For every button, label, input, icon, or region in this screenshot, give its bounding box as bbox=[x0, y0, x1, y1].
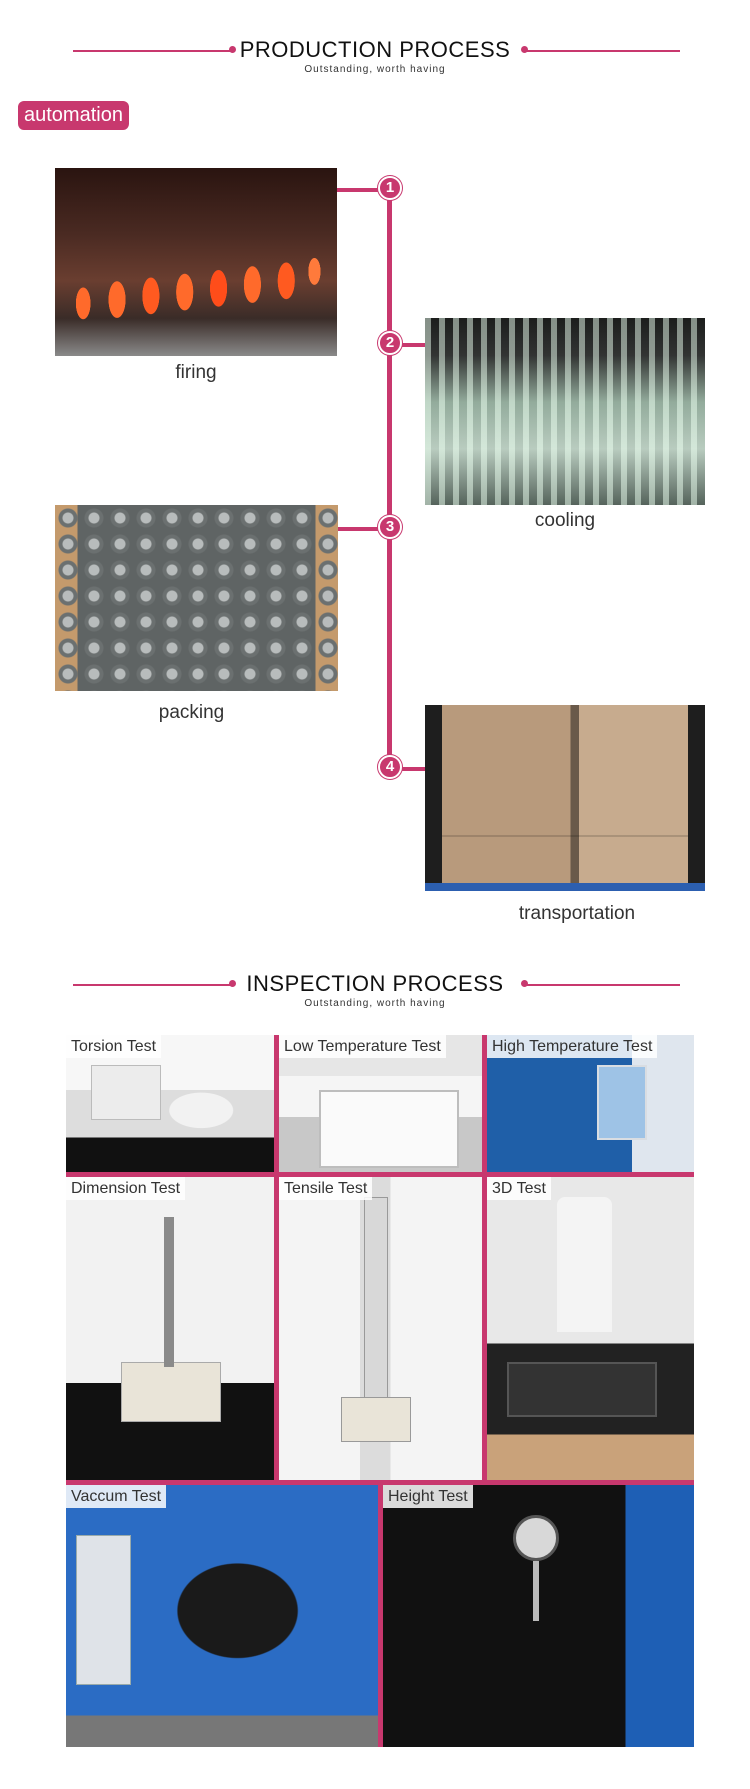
tensile-base bbox=[341, 1397, 411, 1442]
test-label: 3D Test bbox=[487, 1177, 551, 1200]
high-temperature-test-photo: High Temperature Test bbox=[487, 1035, 694, 1172]
connector-2 bbox=[390, 343, 425, 347]
dimension-gauge-column bbox=[164, 1217, 174, 1367]
transportation-photo bbox=[425, 705, 705, 891]
production-subtitle: Outstanding, worth having bbox=[304, 64, 446, 75]
low-temperature-test-photo: Low Temperature Test bbox=[279, 1035, 482, 1172]
height-test-photo: Height Test bbox=[383, 1485, 694, 1747]
connector-1 bbox=[336, 188, 390, 192]
3d-scanner-stage bbox=[507, 1362, 657, 1417]
dimension-test-photo: Dimension Test bbox=[66, 1177, 274, 1480]
inspection-subtitle: Outstanding, worth having bbox=[304, 998, 446, 1009]
automation-badge: automation bbox=[18, 101, 129, 130]
test-label: Dimension Test bbox=[66, 1177, 186, 1200]
cooling-photo bbox=[425, 318, 705, 505]
test-label: High Temperature Test bbox=[487, 1035, 658, 1058]
step-caption-cooling: cooling bbox=[534, 510, 596, 531]
height-gauge-dial bbox=[513, 1515, 559, 1561]
header-dot-left bbox=[229, 980, 236, 987]
inspection-header: INSPECTION PROCESS Outstanding, worth ha… bbox=[0, 971, 750, 1017]
tensile-column bbox=[364, 1197, 388, 1427]
torsion-test-photo: Torsion Test bbox=[66, 1035, 274, 1172]
test-label: Height Test bbox=[383, 1485, 473, 1508]
step-marker-4: 4 bbox=[378, 755, 402, 779]
header-dot-right bbox=[521, 980, 528, 987]
header-divider-right bbox=[522, 50, 680, 52]
header-dot-left bbox=[229, 46, 236, 53]
3d-scanner-column bbox=[557, 1197, 612, 1332]
connector-3 bbox=[337, 527, 390, 531]
header-dot-right bbox=[521, 46, 528, 53]
step-marker-1: 1 bbox=[378, 176, 402, 200]
production-title: PRODUCTION PROCESS bbox=[239, 37, 511, 62]
vaccum-test-photo: Vaccum Test bbox=[66, 1485, 378, 1747]
step-caption-firing: firing bbox=[175, 362, 217, 383]
timeline-line bbox=[387, 188, 392, 764]
connector-4 bbox=[390, 767, 425, 771]
inspection-grid: Torsion Test Low Temperature Test High T… bbox=[66, 1035, 694, 1747]
production-header: PRODUCTION PROCESS Outstanding, worth ha… bbox=[0, 37, 750, 83]
packing-photo bbox=[55, 505, 338, 691]
step-caption-packing: packing bbox=[158, 702, 225, 723]
height-gauge-stem bbox=[533, 1561, 539, 1621]
header-divider-right bbox=[522, 984, 680, 986]
inspection-title: INSPECTION PROCESS bbox=[246, 971, 504, 996]
header-divider-left bbox=[73, 984, 231, 986]
freezer-chest bbox=[319, 1090, 459, 1168]
step-marker-3: 3 bbox=[378, 515, 402, 539]
test-label: Low Temperature Test bbox=[279, 1035, 446, 1058]
vacuum-panel bbox=[76, 1535, 131, 1685]
dimension-gauge-base bbox=[121, 1362, 221, 1422]
header-divider-left bbox=[73, 50, 231, 52]
torsion-tester-device bbox=[91, 1065, 161, 1120]
3d-test-photo: 3D Test bbox=[487, 1177, 694, 1480]
test-label: Vaccum Test bbox=[66, 1485, 167, 1508]
test-label: Tensile Test bbox=[279, 1177, 373, 1200]
firing-photo bbox=[55, 168, 337, 356]
step-marker-2: 2 bbox=[378, 331, 402, 355]
test-label: Torsion Test bbox=[66, 1035, 162, 1058]
tensile-test-photo: Tensile Test bbox=[279, 1177, 482, 1480]
oven-window bbox=[597, 1065, 647, 1140]
step-caption-transportation: transportation bbox=[518, 903, 636, 924]
